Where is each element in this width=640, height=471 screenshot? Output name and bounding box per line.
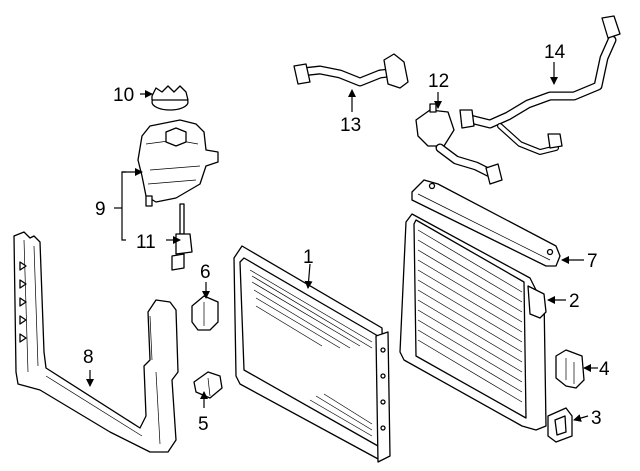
- tank-cap: [151, 85, 189, 111]
- level-sensor: [171, 203, 193, 271]
- upper-mount: [191, 295, 219, 331]
- callout-labels: 1 2 3 4 5 6 7 8 9 10 11 12 13 14: [83, 42, 610, 435]
- leader-lines: [86, 62, 598, 422]
- mount-bracket: [555, 349, 585, 389]
- callout-10: 10: [113, 85, 134, 106]
- callout-1: 1: [303, 247, 314, 268]
- expansion-tank: [137, 119, 219, 207]
- lower-hose-pipe-assembly: [459, 15, 621, 155]
- callout-3: 3: [591, 408, 602, 429]
- lower-mount: [193, 371, 223, 399]
- callout-8: 8: [83, 347, 94, 368]
- upper-support-bracket: [411, 179, 561, 267]
- callout-4: 4: [599, 359, 610, 380]
- callout-7: 7: [587, 251, 598, 272]
- upper-coolant-hose: [293, 53, 409, 89]
- callout-12: 12: [428, 71, 449, 92]
- radiator: [399, 213, 547, 431]
- callout-5: 5: [198, 414, 209, 435]
- thermostat-hose: [415, 103, 503, 185]
- callout-9: 9: [95, 199, 106, 220]
- condenser: [233, 245, 391, 463]
- callout-2: 2: [569, 291, 580, 312]
- radiator-support-frame: [13, 231, 179, 453]
- callout-13: 13: [340, 115, 361, 136]
- callout-11: 11: [136, 232, 156, 253]
- callout-14: 14: [544, 42, 566, 63]
- rubber-insulator: [547, 407, 573, 443]
- callout-6: 6: [200, 262, 211, 283]
